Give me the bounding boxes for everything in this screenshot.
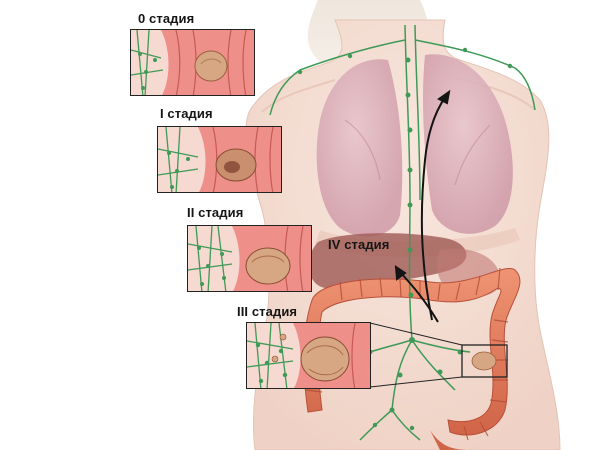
stage-2-inset [187,225,312,292]
metastasis-arrows [394,89,451,323]
lymph-nodes [297,47,513,431]
left-lung [316,59,403,237]
stage-1-inset [157,126,282,193]
stage-0-inset [130,29,255,96]
stage-3-inset [246,322,371,389]
stage-2-label: II стадия [187,205,244,220]
liver [308,233,467,289]
stage-3-label: III стадия [237,304,298,319]
tumor-zoom-box [461,344,508,378]
stage-4-label: IV стадия [328,237,390,252]
stage-0-label: 0 стадия [138,11,195,26]
stage-1-label: I стадия [160,106,213,121]
